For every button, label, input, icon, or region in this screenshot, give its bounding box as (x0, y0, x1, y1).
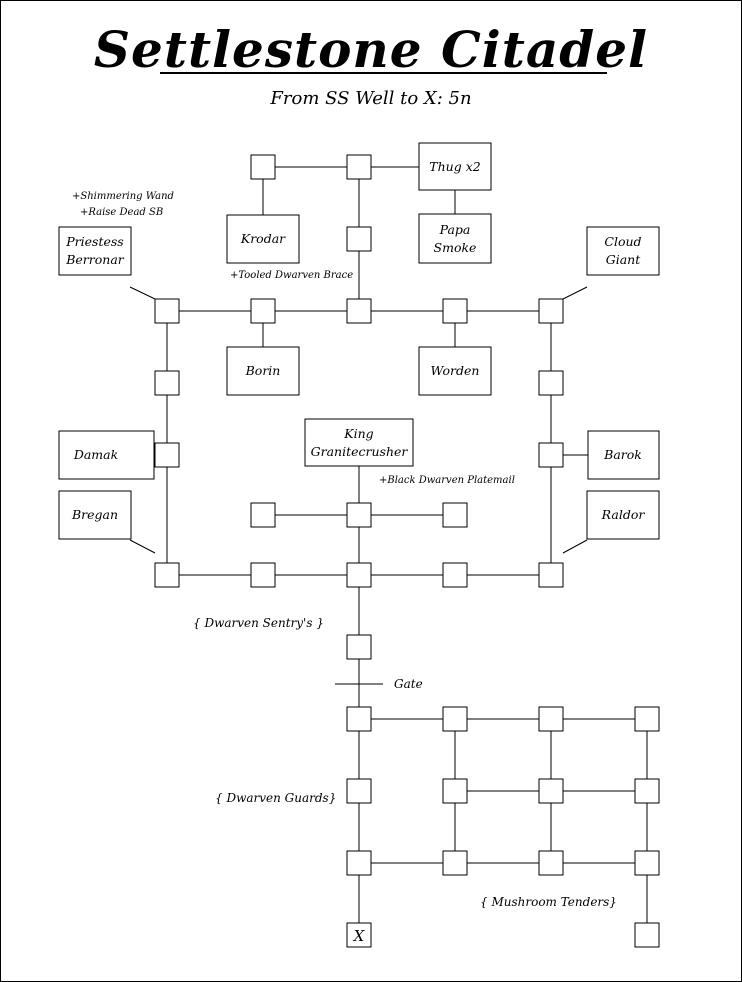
room-papa-smoke (418, 213, 492, 264)
note-raise-dead: +Raise Dead SB (80, 207, 163, 218)
room-cell (442, 502, 468, 528)
room-cell (346, 634, 372, 660)
label-dwarven-guards: { Dwarven Guards} (215, 791, 336, 805)
x-mark-label: X (353, 927, 366, 945)
note-platemail: +Black Dwarven Platemail (379, 475, 515, 486)
room-cell (442, 298, 468, 324)
map-rooms: Thug x2 Krodar Papa Smoke Priestess Berr… (58, 142, 660, 540)
room-cell (154, 370, 180, 396)
room-cell (442, 562, 468, 588)
room-borin-label: Borin (245, 363, 281, 378)
room-cell (538, 370, 564, 396)
label-gate: Gate (394, 677, 423, 691)
room-cell (346, 562, 372, 588)
room-berronar-label: Berronar (65, 252, 125, 267)
room-cell (250, 562, 276, 588)
room-cell (538, 706, 564, 732)
room-thug (418, 142, 492, 191)
room-cloud-label: Cloud (604, 234, 641, 249)
map-cells: X (154, 154, 660, 948)
room-papa-label: Papa (439, 222, 471, 237)
room-cloud-giant (586, 226, 660, 276)
room-cell (250, 502, 276, 528)
room-cell (538, 778, 564, 804)
room-giant-label: Giant (606, 252, 641, 267)
room-king-label: King (343, 426, 373, 441)
room-cell (250, 154, 276, 180)
group-labels: { Dwarven Sentry's } Gate { Dwarven Guar… (193, 616, 617, 909)
room-cell (538, 850, 564, 876)
room-priestess-berronar (58, 226, 132, 276)
room-damak (58, 430, 155, 480)
room-worden-label: Worden (431, 363, 480, 378)
room-king-granitecrusher (304, 418, 414, 467)
room-borin (226, 346, 300, 396)
room-cell (634, 706, 660, 732)
room-cell (346, 850, 372, 876)
room-barok (587, 430, 660, 480)
room-bregan (58, 490, 132, 540)
room-cell (346, 706, 372, 732)
item-notes: +Shimmering Wand +Raise Dead SB +Tooled … (72, 191, 515, 486)
room-cell (442, 850, 468, 876)
room-cell (634, 778, 660, 804)
label-mushroom-tenders: { Mushroom Tenders} (480, 895, 617, 909)
room-cell (634, 850, 660, 876)
room-cell (346, 298, 372, 324)
note-shimmering-wand: +Shimmering Wand (72, 191, 174, 202)
room-cell (154, 298, 180, 324)
room-cell (538, 298, 564, 324)
room-cell (538, 562, 564, 588)
title-underline (160, 72, 607, 74)
room-cell (250, 298, 276, 324)
room-cell (154, 562, 180, 588)
room-krodar-label: Krodar (240, 231, 286, 246)
room-cell (538, 442, 564, 468)
room-x-destination (346, 922, 372, 948)
room-cell (346, 502, 372, 528)
room-smoke-label: Smoke (434, 240, 477, 255)
room-cell (442, 706, 468, 732)
room-cell (154, 442, 180, 468)
room-cell (346, 154, 372, 180)
map-subtitle: From SS Well to X: 5n (270, 88, 472, 109)
map-connections (129, 166, 648, 935)
note-tooled-brace: +Tooled Dwarven Brace (230, 270, 353, 281)
room-cell (346, 226, 372, 252)
room-cell (346, 778, 372, 804)
room-raldor (586, 490, 660, 540)
room-priestess-label: Priestess (65, 234, 123, 249)
room-bregan-label: Bregan (71, 507, 118, 522)
label-dwarven-sentry: { Dwarven Sentry's } (193, 616, 324, 630)
room-cell (442, 778, 468, 804)
room-barok-label: Barok (603, 447, 642, 462)
room-raldor-label: Raldor (601, 507, 646, 522)
room-damak-label: Damak (73, 447, 118, 462)
map-title: Settlestone Citadel (93, 20, 649, 79)
room-krodar (226, 214, 300, 264)
room-granitecrusher-label: Granitecrusher (311, 444, 409, 459)
room-worden (418, 346, 492, 396)
room-cell (634, 922, 660, 948)
room-thug-label: Thug x2 (429, 159, 480, 174)
